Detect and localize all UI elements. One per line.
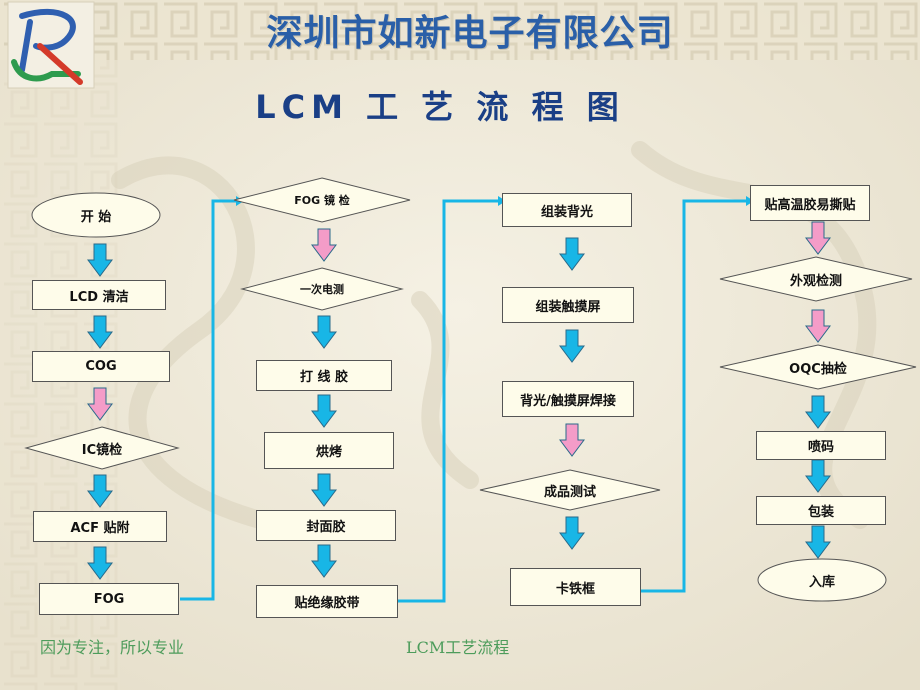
page-title: LCM 工 艺 流 程 图	[255, 88, 625, 126]
step-cog: COG	[32, 351, 170, 382]
step-wire-glue: 打 线 胶	[256, 360, 392, 391]
connector-col3-col4	[640, 199, 748, 593]
company-name: 深圳市如新电子有限公司	[266, 13, 674, 54]
ic-check-diamond	[24, 426, 180, 470]
electrical-test-diamond	[240, 267, 404, 311]
step-soldering: 背光/触摸屏焊接	[502, 381, 634, 417]
visual-check-diamond	[719, 256, 913, 302]
step-iron-frame: 卡铁框	[510, 568, 641, 606]
fog-check-diamond	[233, 177, 411, 223]
connector-col2-col3	[398, 199, 500, 603]
step-cover-glue: 封面胶	[256, 510, 396, 541]
final-test-label: 成品测试	[543, 484, 596, 500]
company-logo	[7, 1, 95, 89]
footer-caption: LCM工艺流程	[406, 638, 510, 657]
end-label: 入库	[808, 574, 835, 590]
oqc-check-label: OQC抽检	[789, 361, 847, 377]
step-coding: 喷码	[756, 431, 886, 460]
final-test-diamond	[479, 469, 661, 511]
fog-check-label: FOG 镜 检	[294, 194, 350, 207]
step-packaging: 包装	[756, 496, 886, 525]
step-high-temp-tape: 贴高温胶易撕贴	[750, 185, 870, 221]
step-fog: FOG	[39, 583, 179, 615]
footer-slogan: 因为专注，所以专业	[40, 638, 185, 657]
step-lcd-clean: LCD 清洁	[32, 280, 166, 310]
end-node	[757, 558, 887, 602]
step-backlight-assembly: 组装背光	[502, 193, 632, 227]
visual-check-label: 外观检测	[789, 273, 842, 289]
start-node	[31, 192, 161, 238]
step-insulation-tape: 贴绝缘胶带	[256, 585, 398, 618]
connector-col1-col2	[180, 199, 236, 601]
electrical-test-label: 一次电测	[300, 283, 344, 296]
oqc-check-diamond	[719, 344, 917, 390]
step-touchscreen-assembly: 组装触摸屏	[502, 287, 634, 323]
ic-check-label: IC镜检	[81, 442, 123, 458]
step-acf: ACF 贴附	[33, 511, 167, 542]
step-baking: 烘烤	[264, 432, 394, 469]
start-label: 开 始	[80, 209, 112, 225]
